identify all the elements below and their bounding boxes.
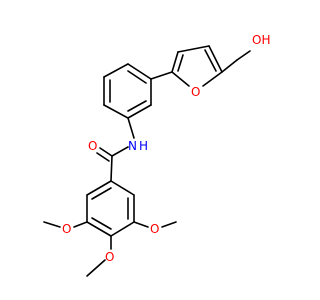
bond-nh-carbonyl [111,146,129,157]
bond-methoxy-bottom-me [86,259,106,277]
bond-phenyl-nh [127,117,135,139]
bond-phenyl-4 [103,104,129,119]
bond-methoxy-left-me [43,221,61,228]
bond-carbonyl-ring [110,155,113,182]
bond-phenyl-5-double [127,100,147,112]
bond-furan-phenyl [150,71,173,80]
bond-methoxy-right-me [161,221,177,228]
furan-oxygen-label: O [191,85,200,99]
carbonyl-oxygen-label: O [88,139,97,153]
bond-ring2-3 [86,221,112,237]
bond-hydroxymethyl-c [221,59,238,73]
methoxy-right-oxygen-label: O [150,222,159,236]
bond-methoxy-left-o [73,221,88,228]
atom-labels: OH O N H O O O O [62,33,270,264]
bond-methoxy-right-o [133,221,149,228]
bond-ring2-3-double [91,217,112,230]
bond-phenyl-1 [127,63,152,80]
bond-furan-2 [177,45,210,53]
methoxy-bottom-oxygen-label: O [105,250,114,264]
bond-carbonyl-o [99,147,113,157]
amide-nitrogen-label: N [128,139,137,153]
bond-furan-4 [171,71,190,87]
bond-phenyl-1-double [127,70,147,84]
bond-furan-1-double [204,49,217,72]
bond-phenyl-5 [127,104,152,119]
bond-skeleton [43,45,251,277]
bond-furan-5 [202,71,223,87]
bond-ring2-6 [110,180,135,196]
hydroxyl-label: OH [252,33,270,47]
bond-hydroxymethyl-o [236,50,251,61]
bond-furan-1 [208,45,223,73]
bond-ring2-1-double [91,187,112,200]
bond-carbonyl-o-double [96,152,110,162]
amide-hydrogen-label: H [139,139,148,153]
bond-phenyl-2 [103,63,129,78]
bond-furan-3-double [177,54,184,72]
bond-ring2-4 [110,221,135,237]
structural-formula: OH O N H O O O O [43,33,270,277]
bond-furan-3 [171,51,179,73]
bond-ring2-1 [86,180,112,196]
methoxy-left-oxygen-label: O [62,222,71,236]
